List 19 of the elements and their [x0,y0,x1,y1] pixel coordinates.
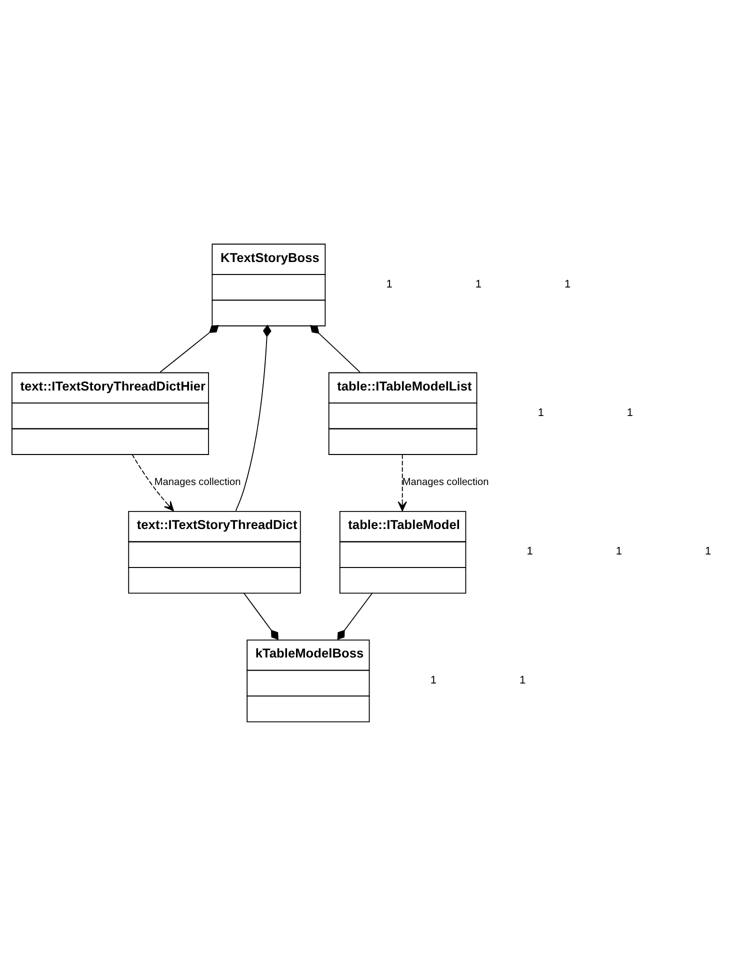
connector [310,325,360,373]
label: 1 [626,406,634,419]
connector [243,592,278,640]
label: 1 [519,674,526,686]
label: 1 [705,546,712,558]
label: 1 [475,278,482,290]
edge-label: Manages collection [402,477,489,488]
arrow [132,454,174,512]
label: 1 [564,278,571,290]
label: 1 [526,546,533,558]
arrow [398,454,407,512]
connector [160,325,219,373]
connector [235,324,272,512]
connector [337,592,373,640]
label: 1 [538,406,544,419]
edge-label: Manages collection [154,477,241,488]
label: 1 [430,674,437,686]
label: 1 [616,546,622,558]
label: 1 [386,278,392,290]
